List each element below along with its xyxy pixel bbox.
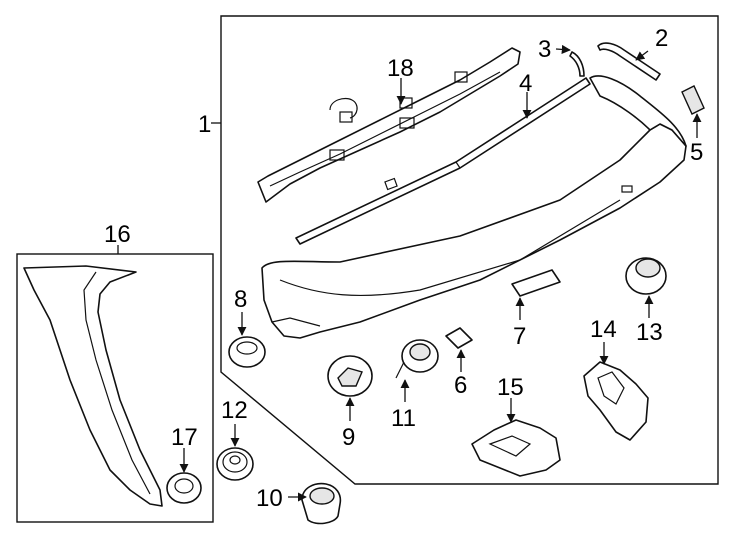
part-10-clip[interactable]: [301, 482, 342, 525]
leader-3: [555, 44, 571, 54]
callout-10: 10: [256, 485, 283, 512]
part-13-bump-stop[interactable]: [625, 257, 667, 295]
part-18-bracket[interactable]: [257, 47, 521, 203]
callout-8: 8: [234, 286, 247, 313]
callout-3: 3: [538, 36, 551, 63]
callout-1: 1: [198, 111, 211, 138]
part-6-pad[interactable]: [445, 327, 473, 349]
callout-5: 5: [690, 139, 703, 166]
part-9-grommet[interactable]: [327, 355, 373, 397]
part-11-clip[interactable]: [395, 339, 439, 379]
assembly-frame-side: [16, 253, 214, 523]
part-7-label[interactable]: [511, 269, 561, 297]
part-5-pad[interactable]: [681, 85, 705, 115]
callout-16: 16: [104, 221, 131, 248]
callout-14: 14: [590, 316, 617, 343]
callout-7: 7: [513, 323, 526, 350]
part-3-clip[interactable]: [569, 51, 585, 77]
part-8-plug[interactable]: [228, 336, 266, 368]
part-14-bracket[interactable]: [583, 361, 649, 441]
part-12-grommet[interactable]: [216, 447, 254, 481]
part-1-spoiler[interactable]: [261, 75, 687, 339]
callout-15: 15: [497, 374, 524, 401]
leader-2: [635, 50, 649, 61]
callout-2: 2: [655, 25, 668, 52]
callout-12: 12: [221, 397, 248, 424]
assembly-frame-main: [220, 15, 719, 485]
callout-6: 6: [454, 372, 467, 399]
callout-18: 18: [387, 55, 414, 82]
callout-13: 13: [636, 319, 663, 346]
part-17-cap[interactable]: [166, 472, 202, 504]
part-15-bracket[interactable]: [471, 419, 561, 477]
callout-4: 4: [519, 70, 532, 97]
part-4-seal-strip[interactable]: [295, 77, 591, 245]
part-2-trim[interactable]: [597, 42, 661, 81]
callout-9: 9: [342, 424, 355, 451]
callout-17: 17: [171, 424, 198, 451]
part-16-side-trim[interactable]: [23, 265, 163, 507]
callout-11: 11: [391, 405, 416, 432]
